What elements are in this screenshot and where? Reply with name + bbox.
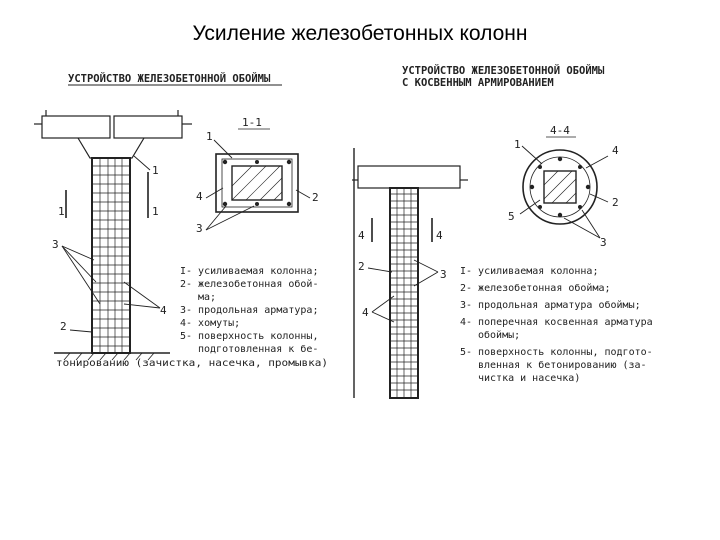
right-legend-line-6: 5- поверхность колонны, подгото- bbox=[460, 347, 653, 358]
section11-callout-1: 1 bbox=[206, 130, 213, 143]
left-legend-line-3: ма; bbox=[198, 292, 216, 303]
section11-callout-3: 3 bbox=[196, 222, 203, 235]
left-legend-line-5: 4- хомуты; bbox=[180, 318, 240, 329]
right-section-title: 4-4 bbox=[550, 124, 570, 137]
left-callout-2: 2 bbox=[60, 320, 67, 333]
right-callout-2: 2 bbox=[358, 260, 365, 273]
left-beams bbox=[34, 110, 192, 139]
section44-callout-5: 5 bbox=[508, 210, 515, 223]
left-section-marks: 1 1 bbox=[58, 172, 159, 218]
left-legend-line-2: 2- железобетонная обой- bbox=[180, 278, 318, 290]
left-haunch bbox=[77, 137, 145, 159]
slide-title: Усиление железобетонных колонн bbox=[192, 22, 528, 45]
left-legend-line-1: I- усиливаемая колонна; bbox=[180, 266, 318, 277]
right-legend-line-3: 3- продольная арматура обоймы; bbox=[460, 299, 641, 311]
section11-callout-4: 4 bbox=[196, 190, 203, 203]
section44-callout-2: 2 bbox=[612, 196, 619, 209]
left-section-1-1: 1-1 1 4 2 bbox=[196, 116, 319, 235]
right-section-4-4: 4-4 1 4 2 5 bbox=[508, 124, 619, 249]
left-section-mark-a: 1 bbox=[58, 205, 65, 218]
right-drawing: УСТРОЙСТВО ЖЕЛЕЗОБЕТОННОЙ ОБОЙМЫ С КОСВЕ… bbox=[352, 64, 653, 399]
right-heading-line-1: УСТРОЙСТВО ЖЕЛЕЗОБЕТОННОЙ ОБОЙМЫ bbox=[402, 64, 605, 77]
right-column-jacket bbox=[389, 187, 419, 399]
left-heading: УСТРОЙСТВО ЖЕЛЕЗОБЕТОННОЙ ОБОЙМЫ bbox=[68, 72, 271, 85]
left-column-jacket bbox=[54, 157, 170, 361]
left-callout-1: 1 bbox=[152, 164, 159, 177]
right-legend-line-4: 4- поперечная косвенная арматура bbox=[460, 317, 653, 328]
left-legend: I- усиливаемая колонна; 2- железобетонна… bbox=[56, 266, 328, 369]
left-legend-line-8: тонированию (зачистка, насечка, промывка… bbox=[56, 358, 328, 369]
section44-callout-4: 4 bbox=[612, 144, 619, 157]
left-drawing: УСТРОЙСТВО ЖЕЛЕЗОБЕТОННОЙ ОБОЙМЫ bbox=[34, 72, 328, 369]
right-beam bbox=[352, 165, 468, 189]
section44-callout-1: 1 bbox=[514, 138, 521, 151]
left-legend-line-4: 3- продольная арматура; bbox=[180, 305, 318, 316]
left-section-mark-b: 1 bbox=[152, 205, 159, 218]
right-leaders: 2 3 4 bbox=[358, 259, 447, 323]
left-leaders: 1 3 4 2 bbox=[52, 155, 167, 333]
right-callout-3: 3 bbox=[440, 268, 447, 281]
left-legend-line-6: 5- поверхность колонны, bbox=[180, 331, 318, 342]
left-legend-line-7: подготовленная к бе- bbox=[198, 343, 318, 355]
right-legend-line-2: 2- железобетонная обойма; bbox=[460, 282, 611, 294]
right-section-mark-b: 4 bbox=[436, 229, 443, 242]
right-heading-line-2: С КОСВЕННЫМ АРМИРОВАНИЕМ bbox=[402, 77, 554, 89]
right-legend-line-1: I- усиливаемая колонна; bbox=[460, 266, 598, 277]
section11-callout-2: 2 bbox=[312, 191, 319, 204]
right-legend-line-7: вленная к бетонированию (за- bbox=[478, 359, 647, 371]
reinforcement-drawing: УСТРОЙСТВО ЖЕЛЕЗОБЕТОННОЙ ОБОЙМЫ bbox=[34, 64, 653, 399]
right-legend: I- усиливаемая колонна; 2- железобетонна… bbox=[460, 266, 653, 384]
left-callout-4: 4 bbox=[160, 304, 167, 317]
left-callout-3: 3 bbox=[52, 238, 59, 251]
right-callout-4: 4 bbox=[362, 306, 369, 319]
right-legend-line-5: обоймы; bbox=[478, 329, 520, 341]
section44-callout-3: 3 bbox=[600, 236, 607, 249]
right-section-marks: 4 4 bbox=[358, 218, 443, 242]
left-section-title: 1-1 bbox=[242, 116, 262, 129]
right-section-mark-a: 4 bbox=[358, 229, 365, 242]
right-legend-line-8: чистка и насечка) bbox=[478, 373, 580, 384]
